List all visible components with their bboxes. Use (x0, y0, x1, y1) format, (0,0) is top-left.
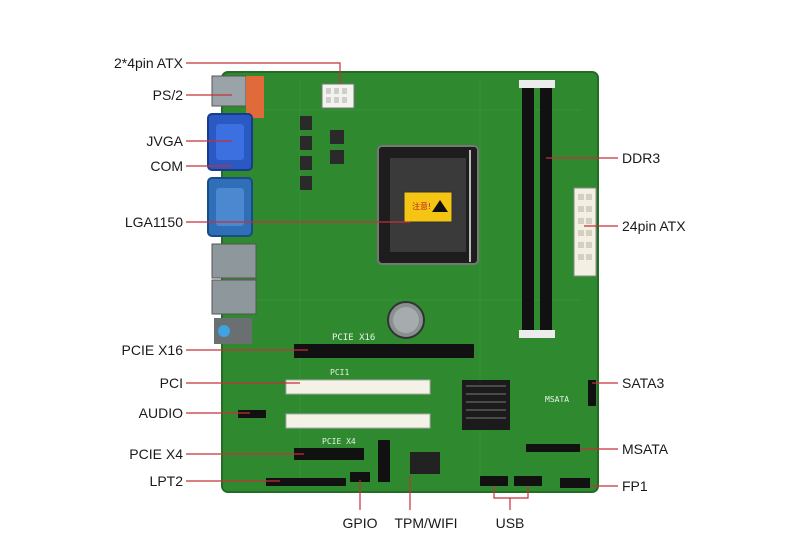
label-jvga: JVGA (146, 133, 183, 149)
label-msata: MSATA (622, 441, 669, 457)
cpu-sticker-text: 注意! (412, 201, 431, 211)
label-lga1150: LGA1150 (124, 214, 183, 230)
label-lpt2: LPT2 (149, 473, 183, 489)
label-pcie-x4: PCIE X4 (129, 446, 183, 462)
pcie4-marking: PCIE X4 (322, 437, 356, 446)
label-ddr3: DDR3 (622, 150, 661, 166)
label-24pin-atx: 24pin ATX (622, 218, 686, 234)
lpt-header (266, 478, 346, 486)
ddr3-slot-1 (522, 80, 534, 338)
msata-slot (526, 444, 580, 452)
label-sata3: SATA3 (622, 375, 665, 391)
atx-24pin (573, 187, 597, 277)
lan-usb-stack-2 (211, 279, 257, 315)
atx-8pin (321, 83, 355, 109)
label-audio: AUDIO (138, 405, 183, 421)
pci-slot-1 (285, 379, 431, 395)
pci-slot-2 (285, 413, 431, 429)
usb-header-1 (480, 476, 508, 486)
tpm-wifi-header (378, 440, 390, 482)
label-gpio: GPIO (342, 515, 378, 531)
label-ps2: PS/2 (152, 87, 183, 103)
label-usb: USB (495, 515, 525, 531)
label-2x4pin-atx: 2*4pin ATX (113, 55, 183, 71)
label-pci: PCI (159, 375, 183, 391)
msata-marking: MSATA (545, 395, 569, 404)
pcie-x16-slot (294, 344, 474, 358)
pcie-x4-slot (294, 448, 364, 460)
label-fp1: FP1 (622, 478, 648, 494)
label-com: COM (150, 158, 183, 174)
gpio-header (350, 472, 370, 482)
fp1-header (560, 478, 590, 488)
ps2-port (211, 75, 247, 107)
ddr3-slot-2 (540, 80, 552, 338)
label-pcie-x16: PCIE X16 (121, 342, 183, 358)
audio-header (238, 410, 266, 418)
pcie16-marking: PCIE X16 (332, 333, 375, 343)
leader-lines (186, 62, 618, 510)
label-tpm-wifi: TPM/WIFI (394, 515, 458, 531)
sata-connectors (588, 380, 596, 406)
chipset-heatsink (462, 380, 510, 430)
pci-marking: PCI1 (330, 368, 349, 377)
lan-usb-stack-1 (211, 243, 257, 279)
usb-header-2 (514, 476, 542, 486)
